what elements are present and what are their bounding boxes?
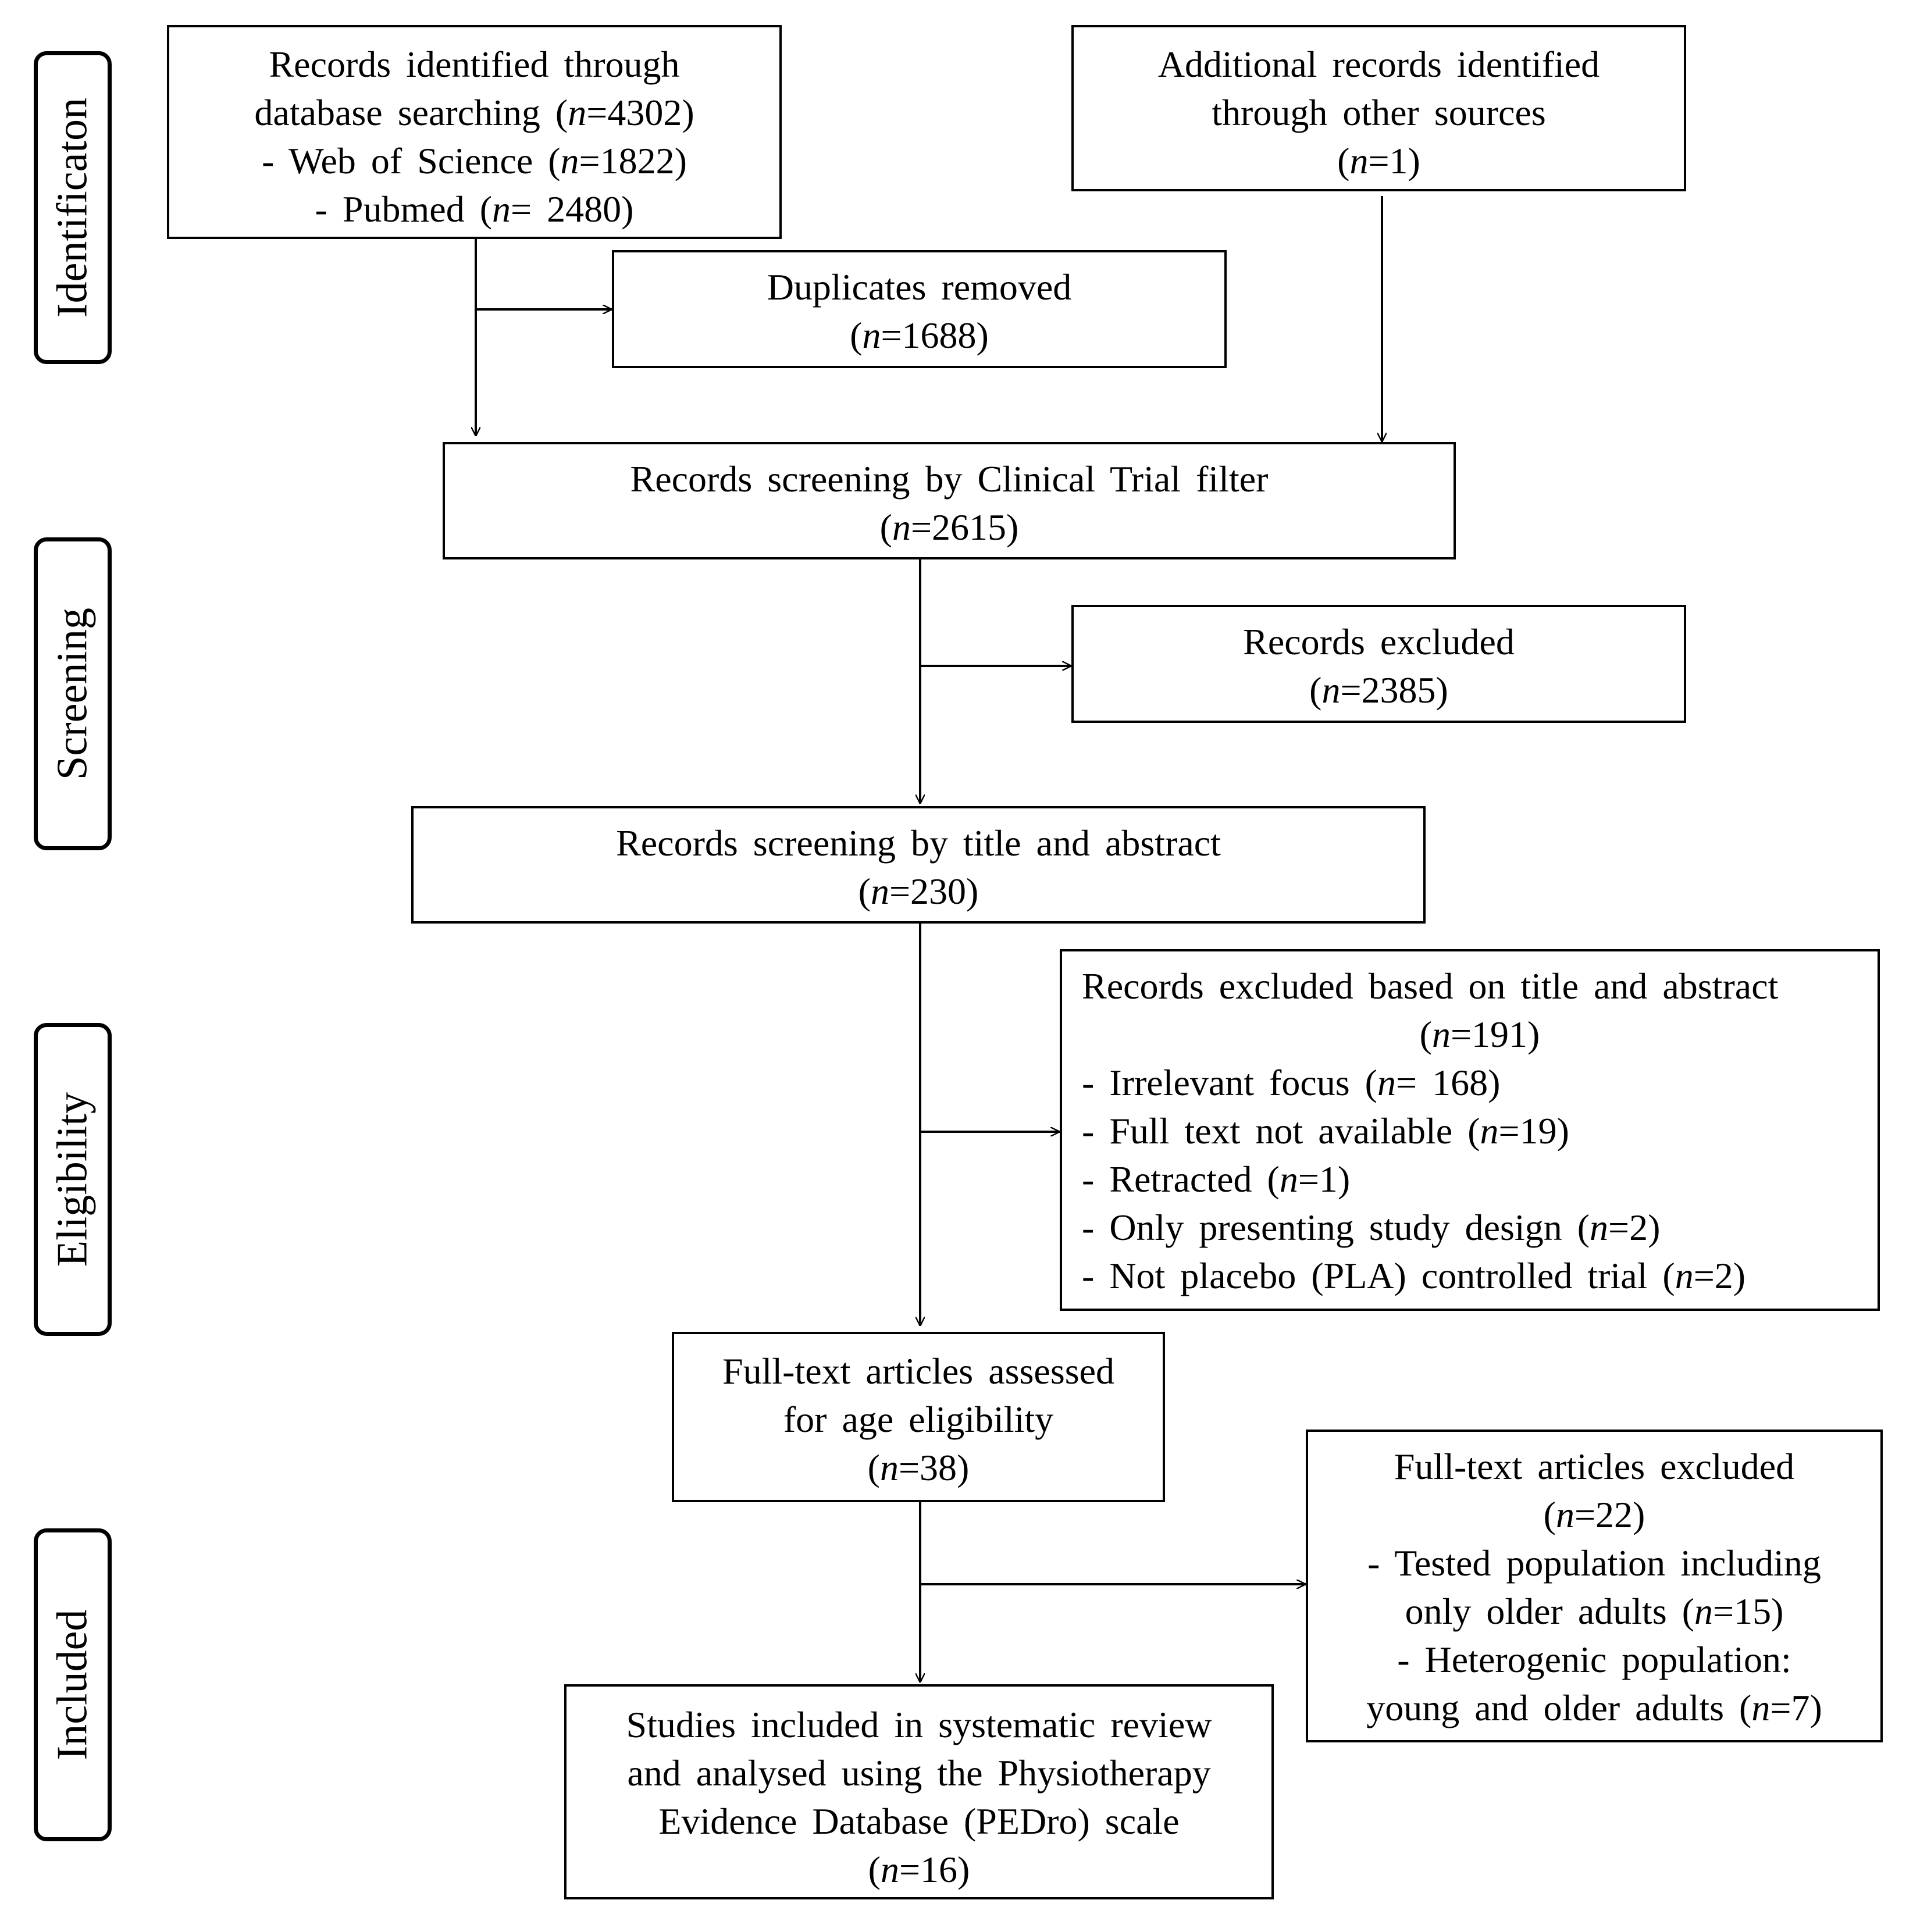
box-line: Full-text articles assessed (722, 1350, 1115, 1392)
box-line: Full-text articles excluded (1394, 1446, 1795, 1487)
box-full-text-assessed: Full-text articles assessed for age elig… (672, 1332, 1165, 1502)
box-line: Records screening by title and abstract (616, 822, 1221, 864)
stage-included: Included (34, 1528, 112, 1841)
box-line: database searching (n=4302) (254, 92, 694, 133)
stage-eligibility: Eligibility (34, 1023, 112, 1336)
box-full-text-excluded: Full-text articles excluded (n=22) - Tes… (1306, 1430, 1883, 1742)
box-line: - Not placebo (PLA) controlled trial (n=… (1082, 1255, 1746, 1296)
box-line: (n=2385) (1309, 669, 1448, 711)
box-studies-included: Studies included in systematic review an… (564, 1684, 1274, 1899)
box-line: (n=1) (1337, 140, 1420, 181)
box-line: (n=38) (867, 1447, 970, 1488)
box-line: young and older adults (n=7) (1366, 1687, 1822, 1728)
box-line: for age eligibility (783, 1399, 1054, 1440)
box-line: - Retracted (n=1) (1082, 1159, 1351, 1200)
box-line: Records excluded (1243, 621, 1515, 662)
box-line: - Pubmed (n= 2480) (315, 188, 634, 230)
box-line: - Web of Science (n=1822) (262, 140, 687, 181)
box-line: (n=16) (868, 1849, 970, 1890)
box-line: (n=2615) (879, 507, 1019, 548)
box-line: - Full text not available (n=19) (1082, 1110, 1569, 1152)
box-line: Records excluded based on title and abst… (1082, 965, 1779, 1007)
box-line: - Only presenting study design (n=2) (1082, 1207, 1661, 1248)
box-records-excluded: Records excluded (n=2385) (1071, 605, 1686, 723)
box-line: (n=22) (1543, 1494, 1645, 1535)
box-line: and analysed using the Physiotherapy (627, 1752, 1211, 1794)
box-other-sources: Additional records identified through ot… (1071, 25, 1686, 191)
box-excluded-title-abstract: Records excluded based on title and abst… (1060, 949, 1880, 1311)
box-line: only older adults (n=15) (1405, 1591, 1784, 1632)
box-title-abstract-screening: Records screening by title and abstract … (411, 806, 1426, 924)
box-line: Records screening by Clinical Trial filt… (630, 458, 1269, 500)
box-line: Records identified through (269, 44, 680, 85)
box-line: Additional records identified (1157, 44, 1600, 85)
box-line: (n=230) (858, 871, 979, 912)
box-line: (n=1688) (850, 315, 989, 356)
box-line: - Tested population including (1367, 1542, 1821, 1584)
box-line: - Heterogenic population: (1397, 1639, 1791, 1680)
box-clinical-trial-filter: Records screening by Clinical Trial filt… (443, 442, 1456, 559)
box-line: (n=191) (1419, 1014, 1540, 1055)
box-line: - Irrelevant focus (n= 168) (1082, 1062, 1501, 1103)
box-database-search: Records identified through database sear… (167, 25, 782, 239)
box-line: Duplicates removed (767, 266, 1072, 308)
box-duplicates-removed: Duplicates removed (n=1688) (612, 250, 1227, 368)
stage-identification: Identificaton (34, 51, 112, 364)
box-line: Studies included in systematic review (626, 1704, 1212, 1745)
box-line: through other sources (1212, 92, 1546, 133)
box-line: Evidence Database (PEDro) scale (658, 1801, 1180, 1842)
stage-screening: Screening (34, 537, 112, 850)
